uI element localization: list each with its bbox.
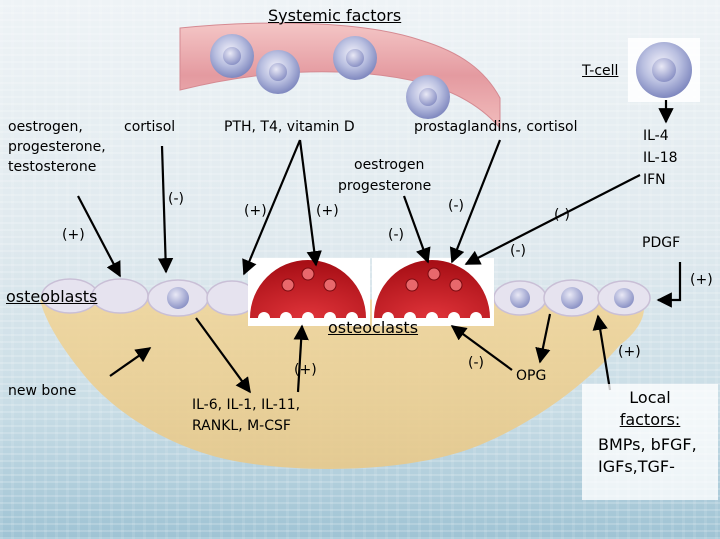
arrow-osteoblasts-to-il-group — [195, 317, 251, 394]
local-factors-heading-1: Local — [629, 388, 671, 407]
arrow-cortisol-to-osteoblasts — [157, 145, 174, 274]
arrow-prostaglandins-to-osteoclasts — [449, 139, 502, 264]
new-bone-label: new bone — [8, 383, 77, 399]
arrow-oestrogen-to-osteoclasts — [402, 195, 431, 264]
opg-label: OPG — [516, 368, 547, 384]
effect-cytokines-2: (-) — [510, 243, 526, 259]
osteoclasts-label: osteoclasts — [328, 318, 419, 337]
effect-opg: (-) — [468, 355, 484, 371]
il-group-line-1: IL-6, IL-1, IL-11, — [192, 397, 301, 413]
tcell-illustration — [628, 38, 700, 102]
bone-matrix — [40, 296, 644, 469]
effect-sex-steroids: (+) — [62, 227, 85, 243]
local-factors-box — [582, 384, 718, 500]
effect-oestrogen: (-) — [388, 227, 404, 243]
arrow-tcell-cytokines-to-osteoclasts — [464, 174, 641, 265]
sex-steroid-3: testosterone — [8, 159, 97, 175]
page-title: Systemic factors — [268, 6, 402, 25]
blood-cells — [210, 34, 450, 119]
pdgf-label: PDGF — [642, 235, 681, 251]
oestrogen-label: oestrogen — [354, 157, 425, 173]
local-factors-heading-2-text: factors: — [619, 410, 681, 429]
arrow-osteoblasts-to-opg — [535, 313, 552, 364]
arrow-pdgf-to-osteoblasts — [656, 262, 682, 308]
il-group-line-2: RANKL, M-CSF — [192, 418, 291, 434]
cytokine-il18: IL-18 — [643, 150, 678, 166]
effect-cortisol: (-) — [168, 191, 184, 207]
local-factor-item-2: IGFs,TGF- — [598, 457, 675, 476]
arrow-sex-steroids-to-osteoblasts — [77, 195, 121, 278]
progesterone-label: progesterone — [338, 178, 432, 194]
effect-il-group: (+) — [294, 362, 317, 378]
arrow-il-group-to-osteoclasts — [293, 324, 309, 393]
arrow-new-bone-to-osteoblasts — [109, 347, 152, 377]
osteoblasts-label: osteoblasts — [6, 287, 98, 306]
blood-vessel — [179, 22, 501, 130]
arrow-local-factors-to-osteoblasts — [592, 314, 612, 391]
local-factor-item-1: BMPs, bFGF, — [598, 435, 697, 454]
arrow-pth-to-osteoclasts — [298, 139, 322, 267]
arrow-opg-to-osteoclasts — [450, 325, 513, 371]
osteoclast-right — [372, 258, 494, 326]
pth-group-label: PTH, T4, vitamin D — [224, 119, 355, 135]
effect-pth-osteoclasts: (+) — [316, 203, 339, 219]
prostaglandins-group-label: prostaglandins, cortisol — [414, 119, 578, 135]
arrow-pth-to-osteoblasts — [242, 139, 302, 276]
tcell-label: T-cell — [582, 63, 619, 79]
effect-cytokines: (-) — [554, 207, 570, 223]
cortisol-label: cortisol — [124, 119, 176, 135]
sex-steroid-2: progesterone, — [8, 139, 106, 155]
osteoclast-left — [248, 258, 370, 326]
cytokine-ifn: IFN — [643, 172, 666, 188]
sex-steroid-1: oestrogen, — [8, 119, 83, 135]
cytokine-il4: IL-4 — [643, 128, 669, 144]
effect-pdgf: (+) — [690, 272, 713, 288]
effect-pth-osteoblasts: (+) — [244, 203, 267, 219]
local-factors-heading-2: factors: — [582, 410, 718, 429]
effect-prostaglandins: (-) — [448, 198, 464, 214]
effect-local-factors: (+) — [618, 344, 641, 360]
